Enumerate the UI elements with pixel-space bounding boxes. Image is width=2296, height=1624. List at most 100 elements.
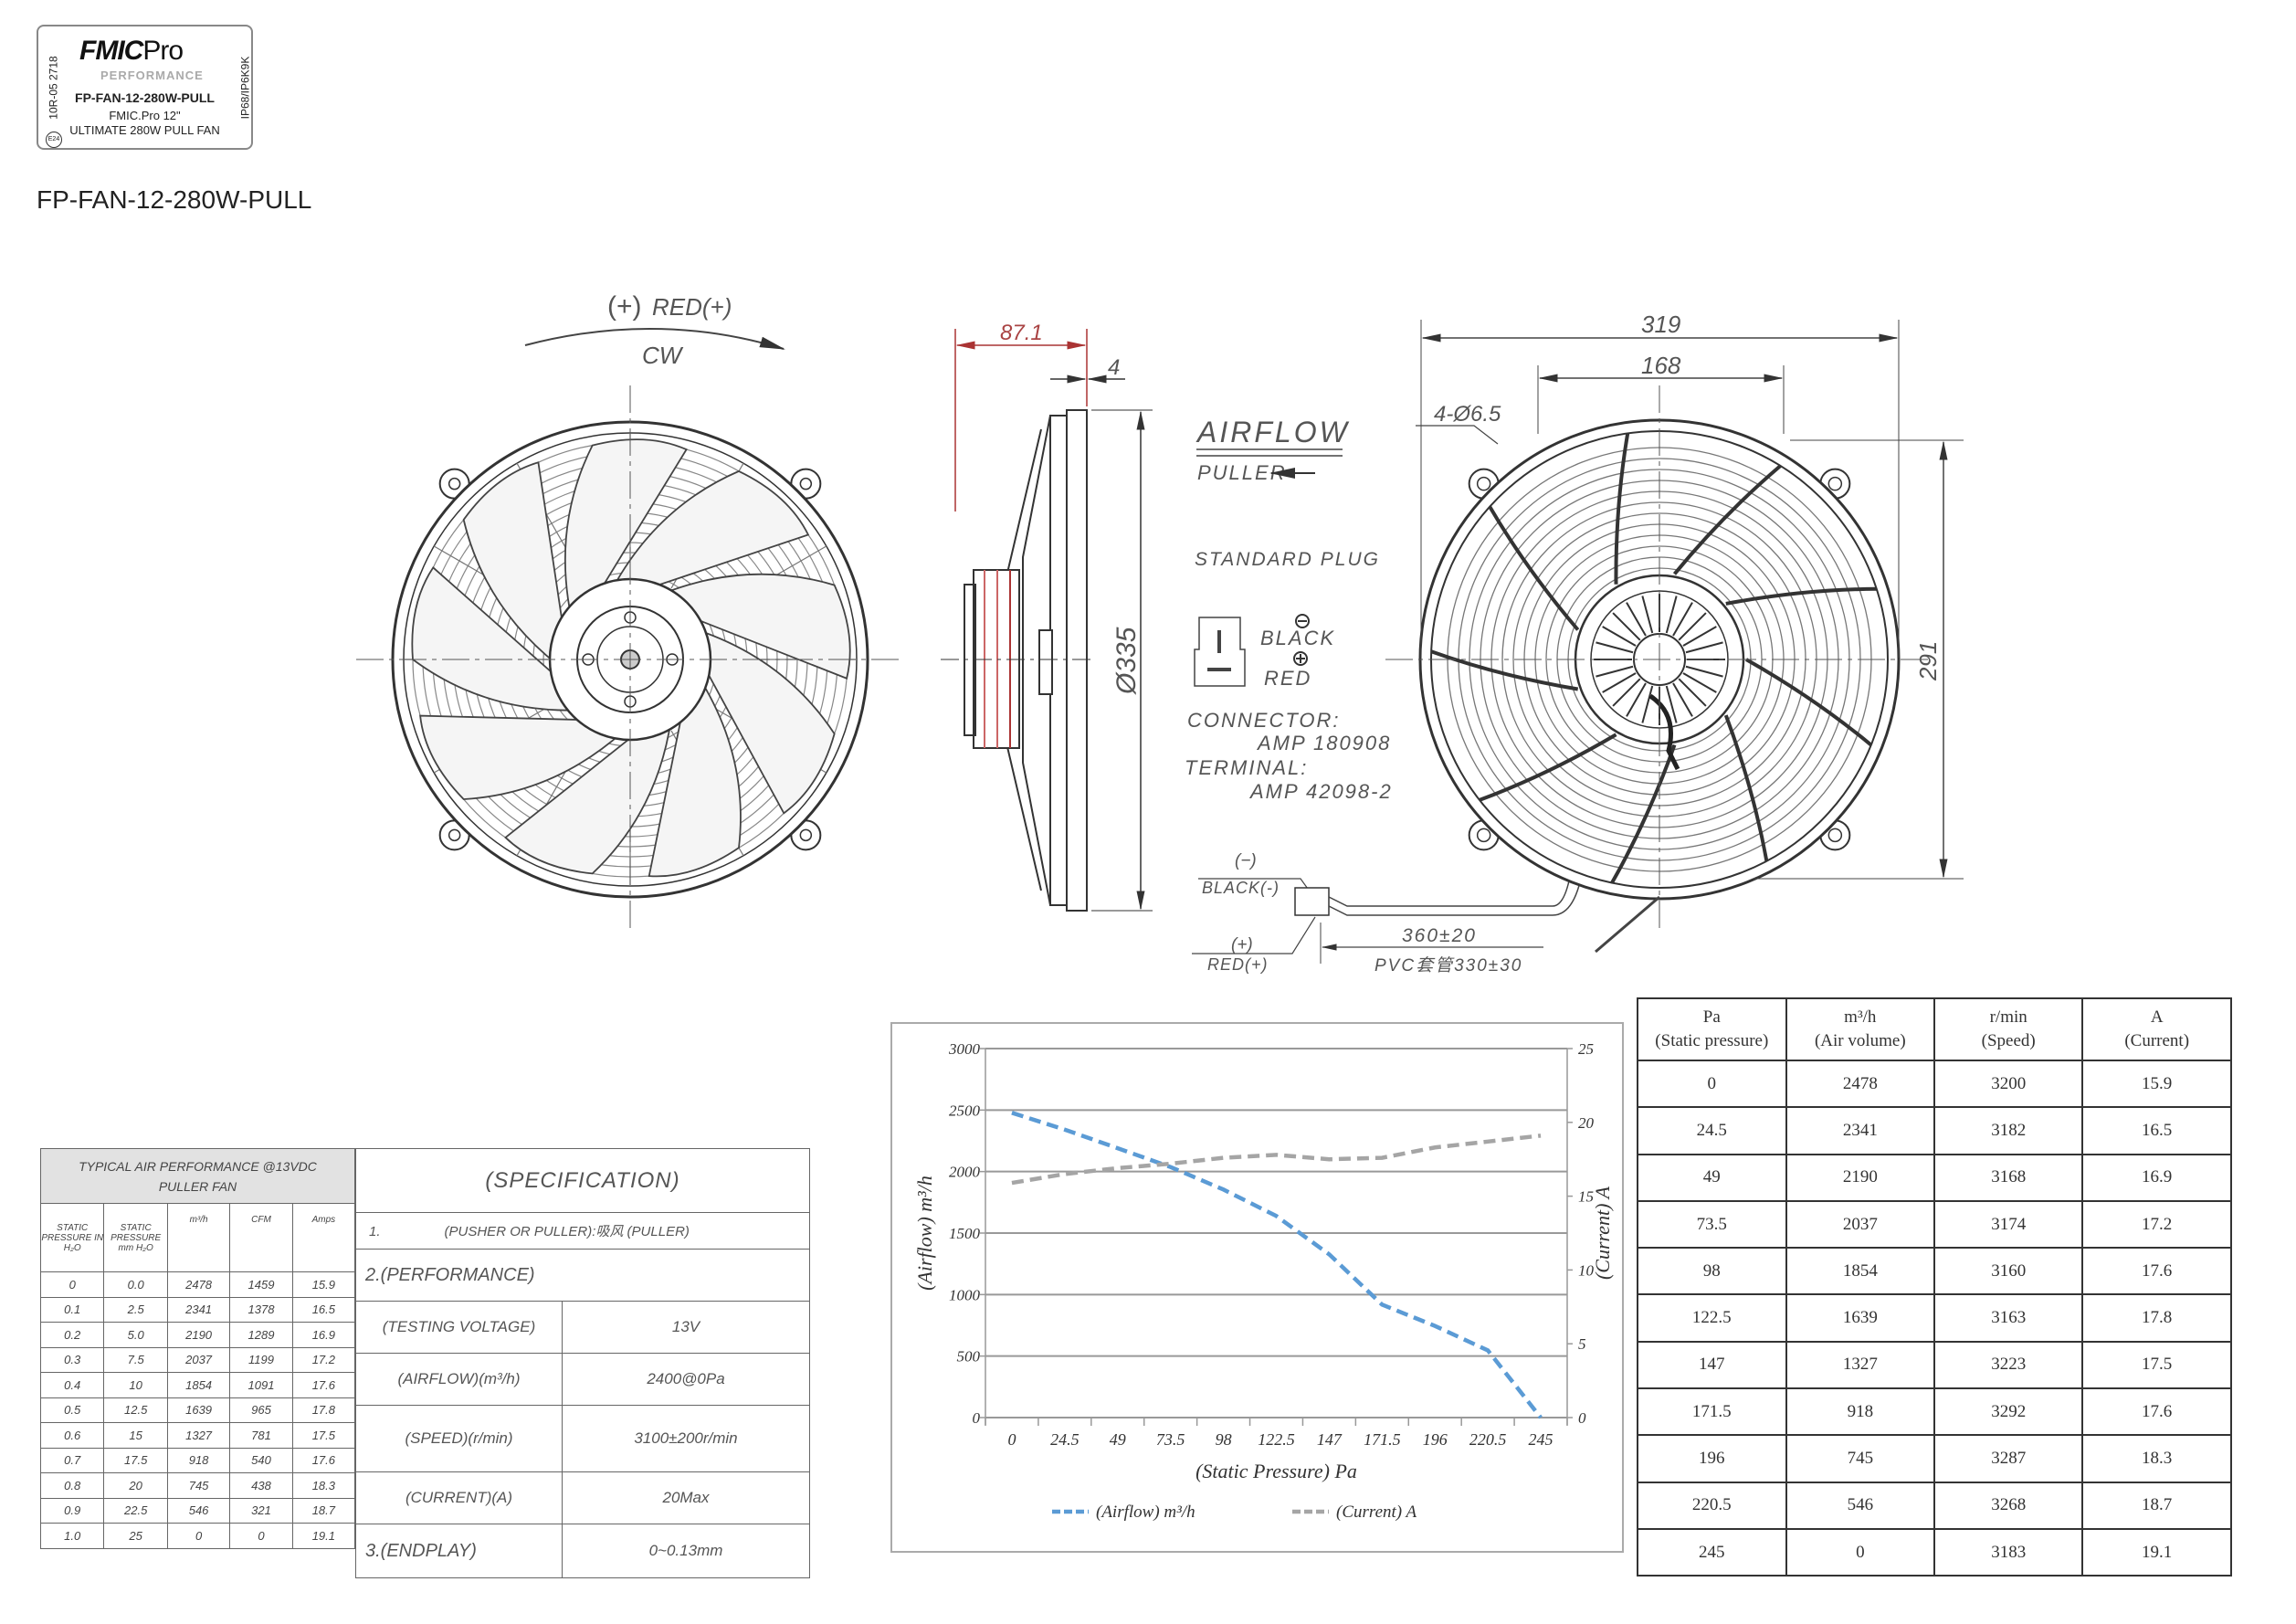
fan-blade	[695, 628, 836, 815]
spec-item-2: 2.(PERFORMANCE)	[355, 1249, 810, 1302]
table-cell: 1327	[1785, 1340, 1936, 1390]
emark-icon: E24	[46, 132, 62, 148]
table-cell: 15.9	[2081, 1059, 2232, 1109]
table-cell: 2341	[1785, 1106, 1936, 1155]
perf-cell: 22.5	[103, 1497, 168, 1524]
rotation-indicator: (+) RED(+) CW	[524, 291, 785, 369]
table-cell: 3163	[1933, 1293, 2084, 1343]
minus-icon	[1295, 614, 1310, 628]
perf-cell: 19.1	[291, 1523, 356, 1549]
table-cell: 2190	[1785, 1153, 1936, 1202]
wire-black: BLACK(-)	[1202, 879, 1280, 897]
spec-label: (SPEED)(r/min)	[355, 1405, 563, 1472]
page-title: FP-FAN-12-280W-PULL	[37, 185, 312, 214]
fan-blade	[411, 566, 579, 712]
perf-cell: 16.9	[291, 1322, 356, 1348]
perf-cell: 745	[166, 1472, 231, 1499]
perf-cell: 15	[103, 1422, 168, 1449]
table-cell: 24.5	[1637, 1106, 1787, 1155]
table-cell: 3223	[1933, 1340, 2084, 1390]
airflow-info: AIRFLOW PULLER STANDARD PLUG BLACK RED C…	[1185, 416, 1393, 803]
table-cell: 3168	[1933, 1153, 2084, 1202]
table-cell: 3160	[1933, 1247, 2084, 1296]
fan-blade	[660, 573, 851, 680]
wire-red: RED(+)	[1207, 955, 1269, 974]
plug-red: RED	[1264, 667, 1311, 690]
table-cell: 3183	[1933, 1527, 2084, 1577]
perf-cell: 0.3	[39, 1346, 105, 1373]
perf-cell: 0.5	[39, 1397, 105, 1423]
table-cell: 16.9	[2081, 1153, 2232, 1202]
spec-value: 13V	[562, 1301, 810, 1354]
perf-title-line-1: TYPICAL AIR PERFORMANCE @13VDC	[79, 1158, 317, 1174]
brand-subtitle: PERFORMANCE	[100, 69, 204, 82]
brand-name: FMIC	[79, 36, 143, 66]
perf-cell: 781	[229, 1422, 293, 1449]
spec-value: 2400@0Pa	[562, 1353, 810, 1406]
technical-drawing: (+) RED(+) CW 87.1 4 Ø335 AIRFLOW	[356, 291, 1964, 975]
perf-cell: 0.1	[39, 1296, 105, 1323]
table-cell: 17.6	[2081, 1387, 2232, 1437]
fan-side-view	[941, 409, 1096, 912]
guard-spoke	[1610, 743, 1677, 884]
perf-cell: 1327	[166, 1422, 231, 1449]
perf-cell: 965	[229, 1397, 293, 1423]
perf-cell: 1199	[229, 1346, 293, 1373]
perf-cell: 17.2	[291, 1346, 356, 1373]
header-unit: Pa	[1702, 1007, 1721, 1027]
perf-cell: 546	[166, 1497, 231, 1524]
perf-cell: 0.8	[39, 1472, 105, 1499]
perf-header-cell: m³/h	[166, 1203, 231, 1272]
perf-title: TYPICAL AIR PERFORMANCE @13VDC PULLER FAN	[40, 1148, 355, 1204]
perf-cell: 17.6	[291, 1372, 356, 1398]
perf-cell: 2037	[166, 1346, 231, 1373]
table-cell: 147	[1637, 1340, 1787, 1390]
wire-harness: (−) BLACK(-) (+) RED(+) 360±20 PVC套管330±…	[1192, 851, 1585, 975]
specification-table: (SPECIFICATION) 1.(PUSHER OR PULLER):吸风 …	[355, 1148, 810, 1578]
terminal-label: TERMINAL:	[1185, 756, 1308, 779]
spec-row: (CURRENT)(A)20Max	[355, 1471, 810, 1524]
perf-title-line-2: PULLER FAN	[158, 1178, 237, 1194]
perf-cell: 0	[39, 1271, 105, 1298]
rotation-red: RED(+)	[652, 293, 732, 321]
table-cell: 18.3	[2081, 1434, 2232, 1483]
table-cell: 3268	[1933, 1481, 2084, 1530]
spec-row: (TESTING VOLTAGE)13V	[355, 1301, 810, 1354]
perf-cell: 17.8	[291, 1397, 356, 1423]
header-label: (Current)	[2124, 1031, 2190, 1050]
fan-blade	[504, 718, 672, 875]
header-unit: r/min	[1989, 1007, 2027, 1027]
perf-cell: 0.0	[103, 1271, 168, 1298]
perf-cell: 1.0	[39, 1523, 105, 1549]
perf-cell: 1459	[229, 1271, 293, 1298]
wire-sleeve: PVC套管330±30	[1374, 955, 1522, 975]
perf-cell: 18.3	[291, 1472, 356, 1499]
header-unit: m³/h	[1844, 1007, 1877, 1027]
terminal-value: AMP 42098-2	[1248, 780, 1393, 803]
perf-cell: 2478	[166, 1271, 231, 1298]
spec-item-1: 1.(PUSHER OR PULLER):吸风 (PULLER)	[355, 1212, 810, 1250]
table-cell: 0	[1785, 1527, 1936, 1577]
fan-blade	[419, 714, 625, 800]
plug-title: STANDARD PLUG	[1195, 549, 1380, 570]
performance-chart-frame	[890, 1022, 1624, 1553]
perf-cell: 1289	[229, 1322, 293, 1348]
table-cell: 745	[1785, 1434, 1936, 1483]
fan-front-view	[356, 385, 904, 933]
perf-cell: 2.5	[103, 1296, 168, 1323]
spec-label: (CURRENT)(A)	[355, 1471, 563, 1524]
product-label: FMICPro PERFORMANCE FP-FAN-12-280W-PULL …	[37, 25, 253, 150]
table-cell: 220.5	[1637, 1481, 1787, 1530]
